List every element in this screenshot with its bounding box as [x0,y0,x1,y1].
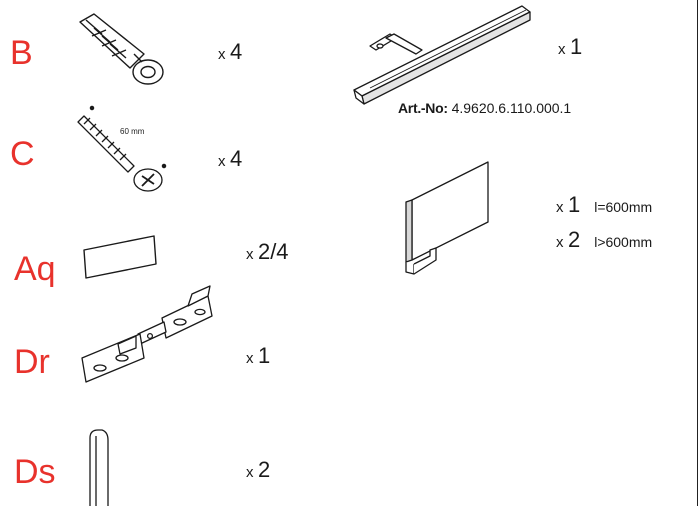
mounting-rail-bracket-icon [81,285,213,383]
qty-aq: x 2/4 [246,239,289,264]
flat-plate-icon [83,235,157,279]
qty-lamp: x 1 [558,34,583,59]
screw-icon [77,105,167,192]
qty-c: x 4 [218,146,243,171]
qty-b: x 4 [218,39,243,64]
cover-panel-icon [405,161,489,275]
qty-dr: x 1 [246,343,271,368]
part-letter-aq: Aq [14,250,56,288]
screw-length-label: 60 mm [120,127,145,136]
qty-ds: x 2 [246,457,271,482]
light-bar-lamp-icon [353,5,531,105]
end-cap-icon [89,429,109,506]
wall-plug-anchor-icon [79,13,164,85]
part-letter-b: B [10,34,33,72]
part-letter-dr: Dr [14,343,50,381]
part-letter-c: C [10,135,35,173]
part-letter-ds: Ds [14,453,56,491]
article-number-label: Art.-No: [398,100,448,116]
article-number: Art.-No: 4.9620.6.110.000.1 [398,100,571,116]
article-number-value: 4.9620.6.110.000.1 [451,100,572,116]
page-edge-line [697,0,698,506]
